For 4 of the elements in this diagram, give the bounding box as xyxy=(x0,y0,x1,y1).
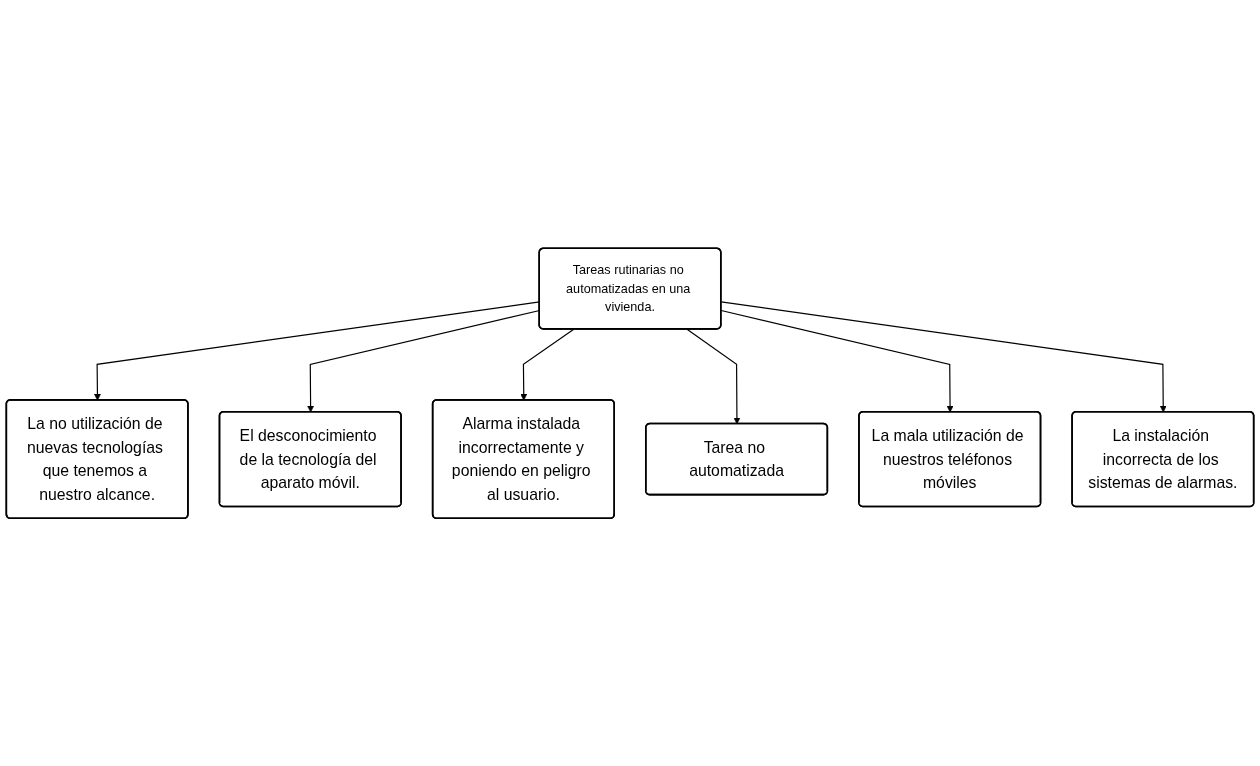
arrow xyxy=(520,328,575,401)
arrow xyxy=(720,301,1167,413)
arrow xyxy=(720,309,954,413)
arrow xyxy=(686,328,741,424)
